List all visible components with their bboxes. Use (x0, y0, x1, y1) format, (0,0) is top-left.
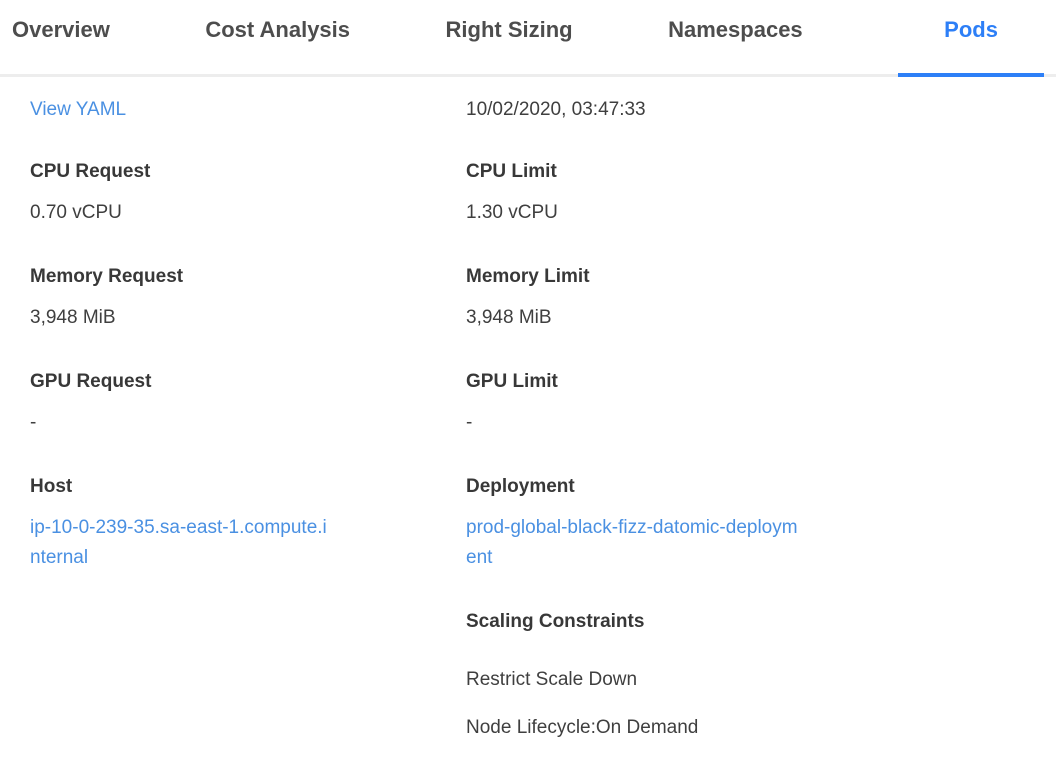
tab-namespaces[interactable]: Namespaces (668, 17, 803, 42)
last-updated-timestamp: 10/02/2020, 03:47:33 (466, 99, 646, 120)
field-label: Memory Request (30, 266, 184, 287)
field-label: CPU Request (30, 161, 151, 182)
field-value: - (30, 412, 37, 433)
field-value: 0.70 vCPU (30, 202, 122, 223)
field-gpu-limit: GPU Limit - (466, 369, 1056, 438)
field-deployment: Deployment prod-global-black-fizz-datomi… (466, 474, 1056, 573)
detail-right-column: 10/02/2020, 03:47:33 CPU Limit 1.30 vCPU… (466, 97, 1056, 758)
field-memory-request: Memory Request 3,948 MiB (30, 264, 466, 333)
field-label: Deployment (466, 476, 575, 497)
scaling-constraints-title: Scaling Constraints (466, 611, 645, 632)
tab-bar: Overview Cost Analysis Right Sizing Name… (0, 0, 1056, 77)
tab-cost-analysis[interactable]: Cost Analysis (205, 17, 351, 42)
field-label: GPU Request (30, 371, 152, 392)
field-label: Memory Limit (466, 266, 590, 287)
field-value: - (466, 412, 473, 433)
tab-right-sizing[interactable]: Right Sizing (445, 17, 573, 42)
field-label: Host (30, 476, 73, 497)
field-cpu-request: CPU Request 0.70 vCPU (30, 159, 466, 228)
field-value: 3,948 MiB (466, 307, 552, 328)
field-cpu-limit: CPU Limit 1.30 vCPU (466, 159, 1056, 228)
deployment-link[interactable]: prod-global-black-fizz-datomic-deploymen… (466, 517, 798, 568)
detail-left-column: View YAML CPU Request 0.70 vCPU Memory R… (30, 97, 466, 758)
view-yaml-link[interactable]: View YAML (30, 99, 127, 120)
field-label: CPU Limit (466, 161, 557, 182)
pod-detail-panel: View YAML CPU Request 0.70 vCPU Memory R… (0, 77, 1056, 758)
host-link[interactable]: ip-10-0-239-35.sa-east-1.compute.interna… (30, 517, 327, 568)
field-label: GPU Limit (466, 371, 558, 392)
scaling-constraints-section: Scaling Constraints Restrict Scale Down … (466, 609, 1056, 741)
field-host: Host ip-10-0-239-35.sa-east-1.compute.in… (30, 474, 466, 573)
scaling-constraint-item: Restrict Scale Down (466, 669, 638, 690)
field-memory-limit: Memory Limit 3,948 MiB (466, 264, 1056, 333)
tab-pods[interactable]: Pods (898, 0, 1044, 77)
scaling-constraint-item: Node Lifecycle:On Demand (466, 717, 699, 738)
field-gpu-request: GPU Request - (30, 369, 466, 438)
field-value: 3,948 MiB (30, 307, 116, 328)
field-value: 1.30 vCPU (466, 202, 558, 223)
tab-overview[interactable]: Overview (12, 17, 110, 42)
